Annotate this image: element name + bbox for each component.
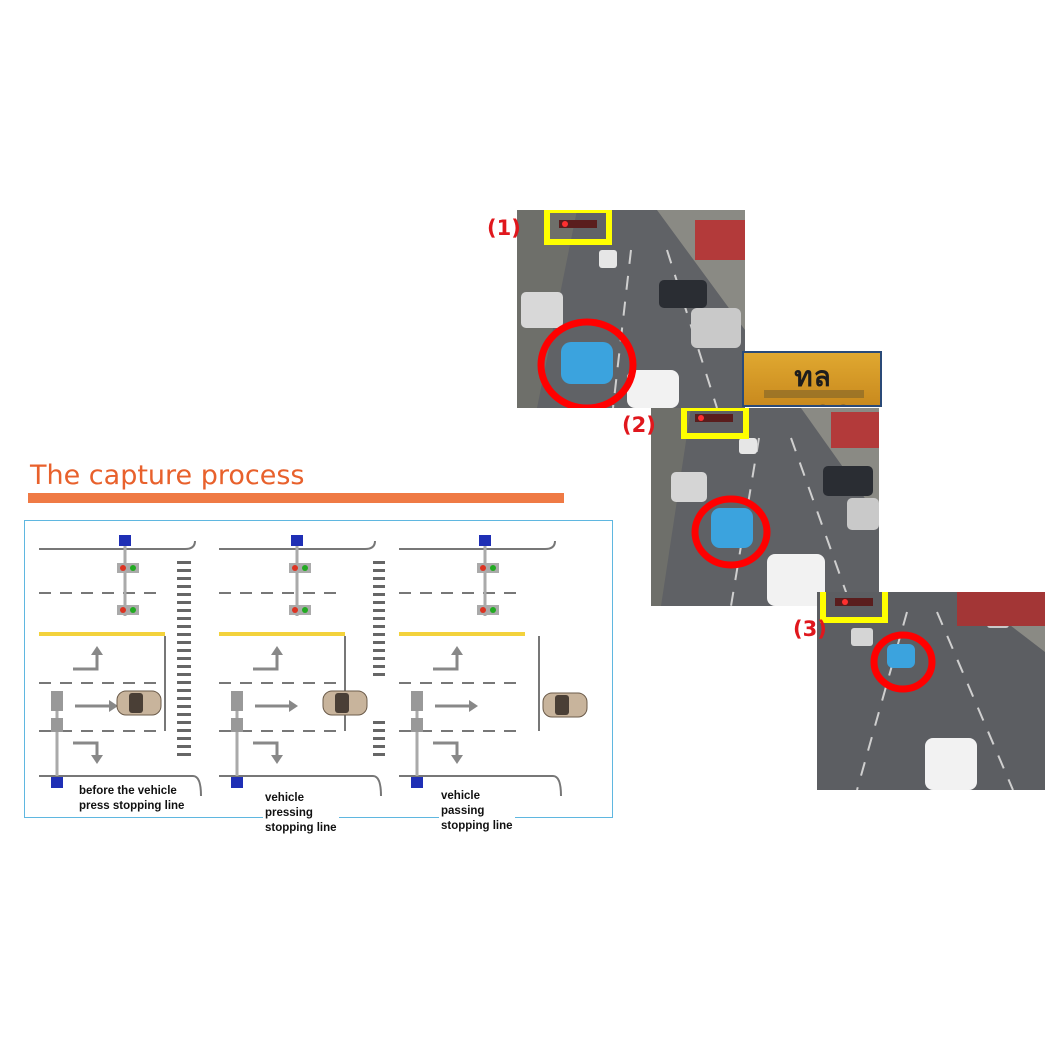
- target-car: [561, 342, 613, 384]
- traffic-light-icon: [117, 563, 139, 573]
- pole-top-icon: [479, 535, 491, 546]
- camera-frame-3: [817, 592, 1045, 790]
- traffic-light-highlight: [820, 592, 888, 623]
- frame-2-label: (2): [622, 413, 656, 437]
- highlight-circle: [537, 318, 637, 408]
- highlight-circle: [691, 495, 771, 569]
- traffic-light-highlight: [681, 408, 749, 439]
- target-car: [711, 508, 753, 548]
- capture-process-diagram: before the vehicle press stopping line: [24, 520, 613, 836]
- camera-frame-1: [517, 210, 745, 408]
- plate-province-strip: [764, 390, 864, 398]
- section-title: The capture process: [30, 460, 305, 491]
- traffic-light-icon: [477, 563, 499, 573]
- traffic-light-highlight: [544, 210, 612, 245]
- stage-2-drawing: [219, 535, 385, 797]
- traffic-light-icon: [117, 605, 139, 615]
- car-icon: [322, 690, 368, 716]
- stage-3-caption: vehicle passing stopping line: [439, 789, 515, 834]
- target-car: [887, 644, 915, 668]
- license-plate-text: ทล 5700: [772, 360, 853, 405]
- frame-3-label: (3): [793, 617, 827, 641]
- stage-1-caption: before the vehicle press stopping line: [77, 784, 187, 814]
- camera-icon: [51, 691, 63, 711]
- camera-icon: [411, 691, 423, 711]
- stage-2-caption: vehicle pressing stopping line: [263, 791, 339, 836]
- highlight-circle: [870, 631, 936, 693]
- stage-1-drawing: [39, 535, 202, 797]
- camera-icon: [231, 691, 243, 711]
- car-icon: [116, 690, 162, 716]
- license-plate-crop: ทล 5700: [742, 351, 882, 407]
- stage-passing-line: vehicle passing stopping line: [385, 521, 565, 834]
- pole-top-icon: [291, 535, 303, 546]
- stage-pressing-line: vehicle pressing stopping line: [205, 521, 385, 836]
- pole-top-icon: [119, 535, 131, 546]
- traffic-light-icon: [289, 605, 311, 615]
- frame-1-label: (1): [487, 216, 521, 240]
- car-icon: [542, 692, 588, 718]
- stage-before-line: before the vehicle press stopping line: [25, 521, 205, 819]
- title-underline: [28, 493, 564, 503]
- traffic-light-icon: [289, 563, 311, 573]
- traffic-light-icon: [477, 605, 499, 615]
- stage-3-drawing: [399, 535, 562, 797]
- camera-frame-2: [651, 408, 879, 606]
